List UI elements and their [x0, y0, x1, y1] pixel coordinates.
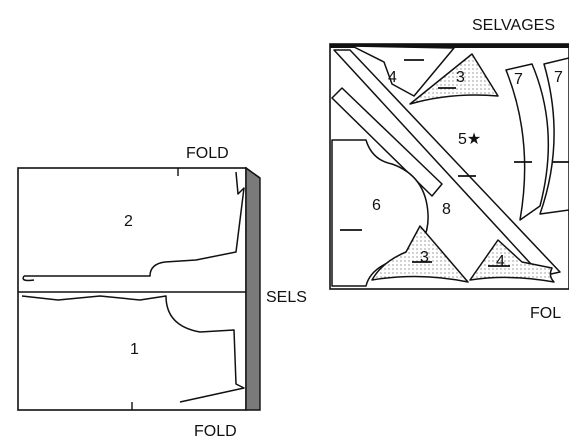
sels-label: SELS: [266, 289, 307, 306]
piece-2-outline: [24, 171, 245, 277]
piece-4-bottom-outline: [469, 239, 555, 283]
piece-6-outline: [331, 139, 429, 287]
piece-7-b-outline: [539, 57, 569, 215]
piece-8-strip-outline: [331, 87, 443, 197]
left-selvage-edge: [245, 166, 261, 411]
piece-number-3-top: 3: [456, 69, 465, 86]
piece-3-bottom-outline: [371, 225, 469, 283]
fold-label-top-left: FOLD: [186, 145, 229, 162]
piece-number-8: 8: [442, 201, 451, 218]
piece-number-7-b: 7: [554, 69, 563, 86]
piece-number-3-bottom: 3: [420, 249, 429, 266]
right-fabric-layout: [329, 43, 569, 290]
piece-2-hem: [22, 275, 35, 282]
piece-number-2: 2: [124, 213, 133, 230]
left-fabric-outline: [17, 167, 247, 411]
piece-number-4-top: 4: [388, 69, 397, 86]
piece-number-4-bottom: 4: [496, 253, 505, 270]
left-selvage-top: [245, 167, 261, 179]
fold-label-right: FOL: [530, 305, 561, 322]
piece-1-outline: [21, 295, 245, 403]
left-fabric-layout: [17, 166, 261, 411]
piece-3-top-outline: [409, 53, 499, 105]
piece-number-1: 1: [130, 341, 139, 358]
piece-5-strip-outline: [333, 49, 561, 277]
piece-number-7-a: 7: [514, 71, 523, 88]
piece-number-6: 6: [372, 197, 381, 214]
piece-7-a-outline: [505, 63, 550, 221]
right-selvage-edge: [330, 44, 569, 48]
fold-label-bottom-left: FOLD: [194, 423, 237, 440]
selvages-label: SELVAGES: [472, 17, 555, 34]
piece-number-5: 5★: [458, 131, 481, 148]
piece-4-top-outline: [351, 45, 455, 97]
